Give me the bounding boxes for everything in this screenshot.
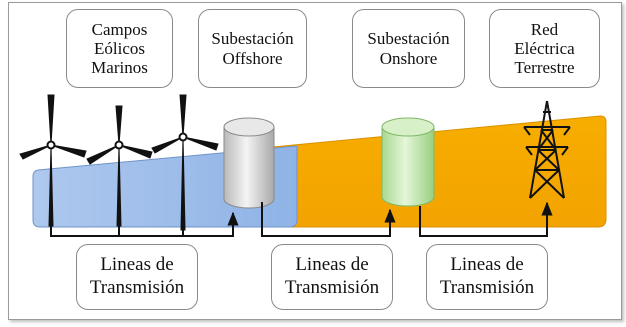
transmission-lines xyxy=(50,201,553,237)
land-grid-label: Red Eléctrica Terrestre xyxy=(489,9,600,88)
offshore-substation-cylinder xyxy=(223,117,275,209)
wind-turbine-icon xyxy=(151,94,219,231)
wind-turbine-icon xyxy=(86,105,153,227)
onshore-substation-label: Subestación Onshore xyxy=(352,9,465,88)
wind-farms-label: Campos Eólicos Marinos xyxy=(66,9,173,88)
offshore-substation-label: Subestación Offshore xyxy=(198,9,307,88)
transmission-lines-label-2: Lineas de Transmisión xyxy=(271,244,393,310)
transmission-lines-label-1: Lineas de Transmisión xyxy=(76,244,198,310)
transmission-lines-label-3: Lineas de Transmisión xyxy=(426,244,548,310)
transmission-tower-icon xyxy=(523,100,571,199)
onshore-substation-cylinder xyxy=(381,117,435,207)
